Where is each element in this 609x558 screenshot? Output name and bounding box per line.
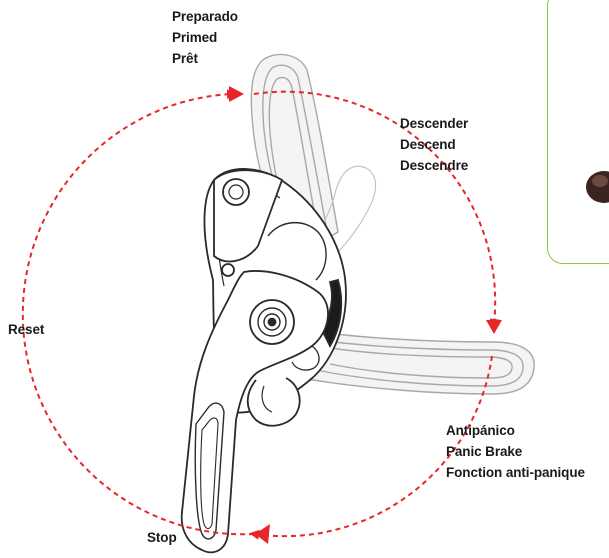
knob-icon: [582, 165, 609, 205]
label-panic-fr: Fonction anti-panique: [446, 462, 585, 483]
label-descend-en: Descend: [400, 134, 468, 155]
label-reset-text: Reset: [8, 319, 44, 340]
arrowhead-descend: [486, 320, 502, 334]
label-descend-fr: Descendre: [400, 155, 468, 176]
callout-box: [547, 0, 609, 264]
arrowhead-stop: [255, 524, 270, 544]
label-panic-en: Panic Brake: [446, 441, 585, 462]
label-primed-es: Preparado: [172, 6, 238, 27]
label-descend: Descender Descend Descendre: [400, 113, 468, 176]
label-primed-en: Primed: [172, 27, 238, 48]
label-stop: Stop: [147, 527, 177, 548]
label-panic-brake: Antipánico Panic Brake Fonction anti-pan…: [446, 420, 585, 483]
label-panic-es: Antipánico: [446, 420, 585, 441]
label-primed: Preparado Primed Prêt: [172, 6, 238, 69]
label-stop-text: Stop: [147, 527, 177, 548]
arrowhead-primed: [229, 86, 244, 102]
label-descend-es: Descender: [400, 113, 468, 134]
label-primed-fr: Prêt: [172, 48, 238, 69]
label-reset: Reset: [8, 319, 44, 340]
